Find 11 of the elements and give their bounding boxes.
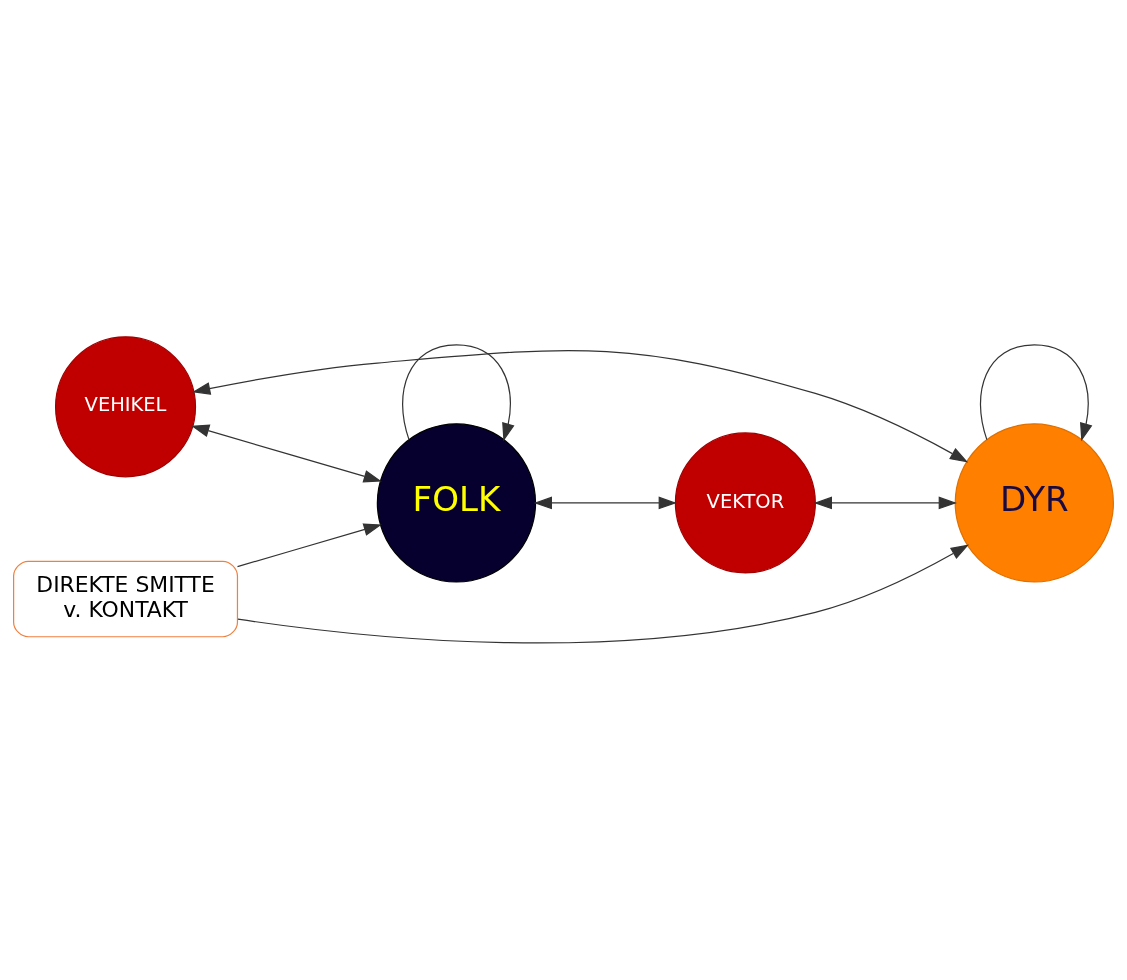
arrow (979, 344, 1093, 442)
node-box: DIREKTE SMITTE v. KONTAKT (13, 560, 239, 638)
arrow (191, 424, 382, 483)
node-circle: VEHIKEL (55, 336, 197, 478)
arrow (192, 349, 969, 463)
node-circle: VEKTOR (674, 432, 816, 574)
arrow (813, 496, 957, 510)
arrow (237, 544, 969, 644)
arrow (402, 344, 515, 442)
arrow (533, 496, 677, 510)
arrow (236, 523, 382, 568)
